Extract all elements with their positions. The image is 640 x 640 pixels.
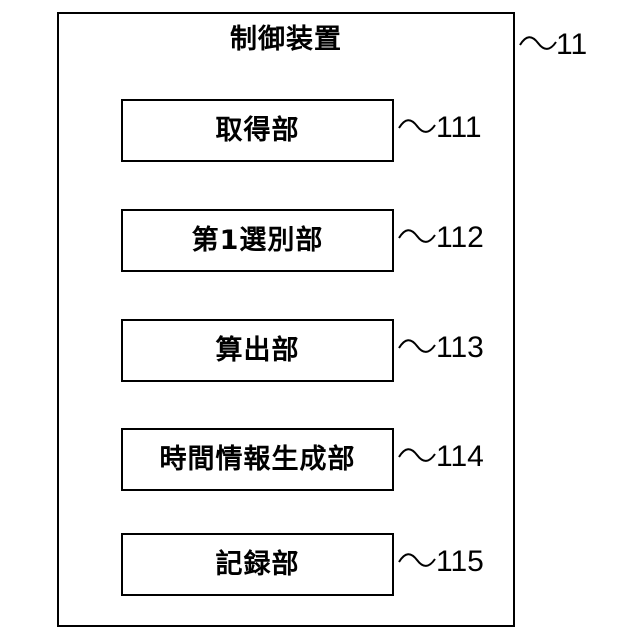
unit-label: 第1選別部 [192,227,324,254]
unit-box-first-selection: 第1選別部 [121,209,394,272]
unit-label: 時間情報生成部 [160,446,356,473]
unit-leader-line [397,117,437,137]
unit-ref-number: 114 [436,442,484,472]
unit-leader-line [397,227,437,247]
unit-label: 記録部 [216,551,300,578]
unit-ref-number: 111 [436,113,482,143]
unit-box-acquisition: 取得部 [121,99,394,162]
unit-box-time-info-generation: 時間情報生成部 [121,428,394,491]
unit-ref-number: 113 [436,333,484,363]
unit-ref-number: 115 [436,547,484,577]
device-leader-line [518,34,558,54]
device-ref-number: 11 [556,30,587,60]
unit-box-recording: 記録部 [121,533,394,596]
unit-leader-line [397,551,437,571]
unit-leader-line [397,337,437,357]
unit-label: 算出部 [216,337,300,364]
unit-leader-line [397,446,437,466]
control-device-title: 制御装置 [57,20,515,60]
unit-label: 取得部 [216,117,300,144]
unit-box-calculation: 算出部 [121,319,394,382]
unit-ref-number: 112 [436,223,484,253]
